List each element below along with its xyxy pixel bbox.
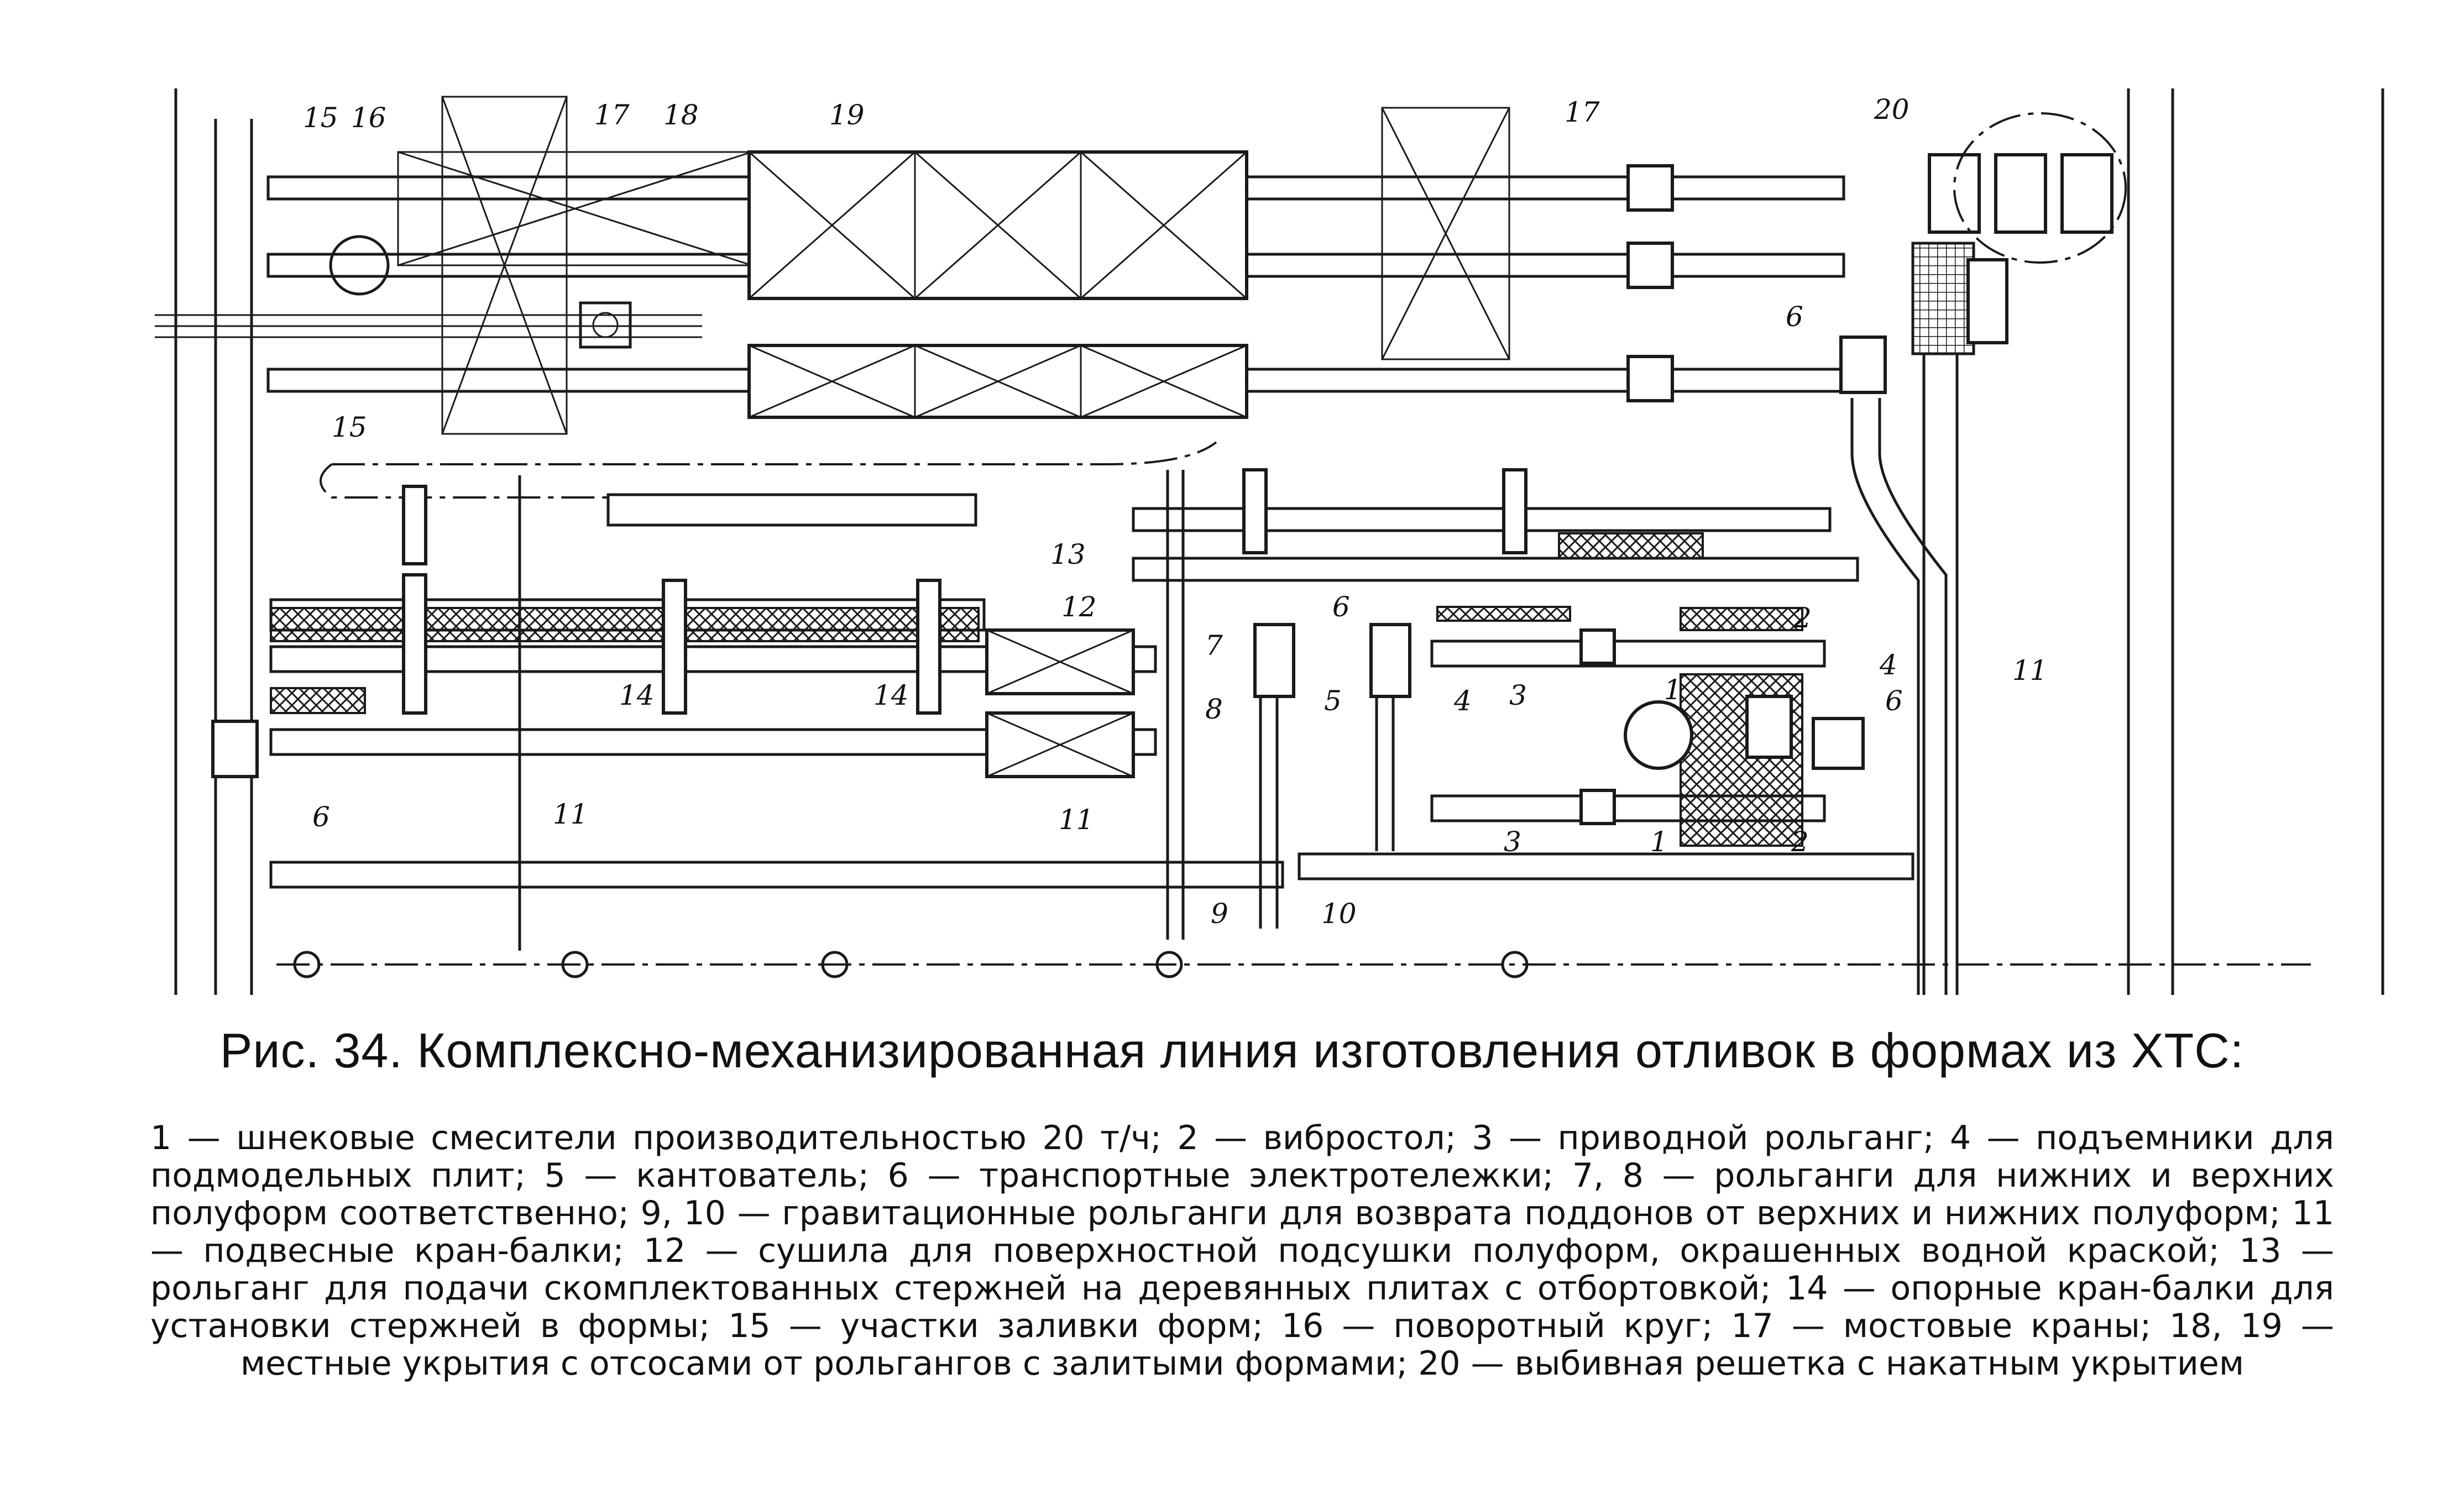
label-6-mid: 6: [1332, 591, 1350, 623]
rotary-circle: [329, 235, 390, 296]
label-6-top: 6: [1786, 301, 1803, 333]
label-6-left: 6: [312, 801, 330, 833]
label-9: 9: [1211, 898, 1228, 930]
label-4-right: 4: [1879, 649, 1897, 681]
label-11-left: 11: [553, 798, 588, 830]
label-14-right: 14: [873, 679, 909, 711]
local-enclosure-18: [397, 151, 753, 266]
bridge-crane-right: [1381, 107, 1510, 360]
label-11-right: 11: [2012, 654, 2048, 686]
label-7: 7: [1205, 630, 1223, 662]
local-enclosure-19-top: [747, 150, 1248, 300]
mixer-area: [1624, 607, 1865, 847]
carriages-top: [1626, 164, 1887, 402]
label-6-right: 6: [1885, 685, 1903, 717]
label-1-bottom: 1: [1650, 826, 1668, 858]
label-20: 20: [1874, 93, 1910, 125]
label-3-top: 3: [1509, 679, 1527, 711]
label-2-top: 2: [1793, 602, 1812, 634]
label-5: 5: [1324, 685, 1342, 717]
support-crane-beams: [402, 468, 1527, 715]
label-1-top: 1: [1664, 674, 1682, 706]
label-15-lower: 15: [332, 411, 367, 443]
figure-caption-title: Рис. 34. Комплексно-механизированная лин…: [219, 1023, 2245, 1078]
label-15-top: 15: [303, 102, 338, 134]
label-17-left: 17: [594, 99, 630, 131]
label-2-bottom: 2: [1791, 826, 1809, 858]
unit-box: [579, 301, 632, 349]
dryers: [985, 628, 1135, 778]
label-16: 16: [351, 102, 386, 134]
label-4-mid: 4: [1453, 685, 1472, 717]
label-17-right: 17: [1565, 96, 1600, 128]
label-14-left: 14: [619, 679, 655, 711]
label-8: 8: [1205, 693, 1223, 725]
label-12: 12: [1061, 591, 1097, 623]
building-frame: [174, 88, 2384, 995]
label-10: 10: [1321, 898, 1357, 930]
middle-conveyors: [269, 493, 1914, 889]
electric-carts: [211, 623, 1616, 825]
label-11-mid: 11: [1059, 804, 1094, 836]
local-enclosure-19-lower: [747, 344, 1248, 419]
label-3-bottom: 3: [1504, 826, 1521, 858]
production-line-diagram: 15 16 17 18 19 17 20 6 15 13 12 6 2 4 11…: [155, 88, 2384, 995]
figure-legend: 1 — шнековые смесители производительност…: [150, 1119, 2334, 1383]
pouring-conveyors: [155, 175, 1845, 393]
bottom-columns: [293, 951, 1529, 978]
label-13: 13: [1050, 538, 1086, 570]
label-19: 19: [829, 99, 865, 131]
label-18: 18: [663, 99, 699, 131]
shakeout-grate: [1911, 112, 2127, 355]
